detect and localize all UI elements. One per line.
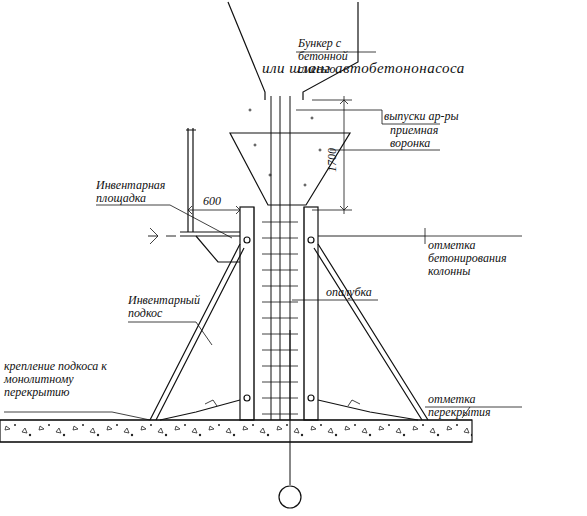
rebar-tie <box>262 334 298 335</box>
rebar-tie <box>262 366 298 367</box>
callout-label: Инвентарный подкос <box>128 294 202 320</box>
callout-label: опалубка <box>326 286 396 299</box>
rebar-tie <box>262 350 298 351</box>
rebar-tie <box>262 222 298 223</box>
dimension-label: 1700 <box>326 148 339 172</box>
rebar-tie <box>262 398 298 399</box>
rebar-tie <box>262 318 298 319</box>
rebar-tie <box>262 302 298 303</box>
rebar-tie <box>262 270 298 271</box>
callout-label: отметка перекрытия <box>428 393 538 419</box>
callout-label: крепление подкоса к монолитному перекрыт… <box>4 360 112 399</box>
callout-label: отметка бетонирования колонны <box>428 239 528 278</box>
rebar-tie <box>262 286 298 287</box>
callout-label: приемная воронка <box>390 124 452 150</box>
rebar-tie <box>262 238 298 239</box>
dimension-label: 600 <box>203 195 233 208</box>
callout-label: Инвентарная площадка <box>96 179 176 205</box>
rebar-tie <box>262 382 298 383</box>
callout-label: выпуски ар-ры <box>384 110 474 123</box>
callout-label: или шланг автобетононасоса <box>262 60 512 76</box>
rebar-tie <box>262 254 298 255</box>
rebar-tie <box>262 414 298 415</box>
